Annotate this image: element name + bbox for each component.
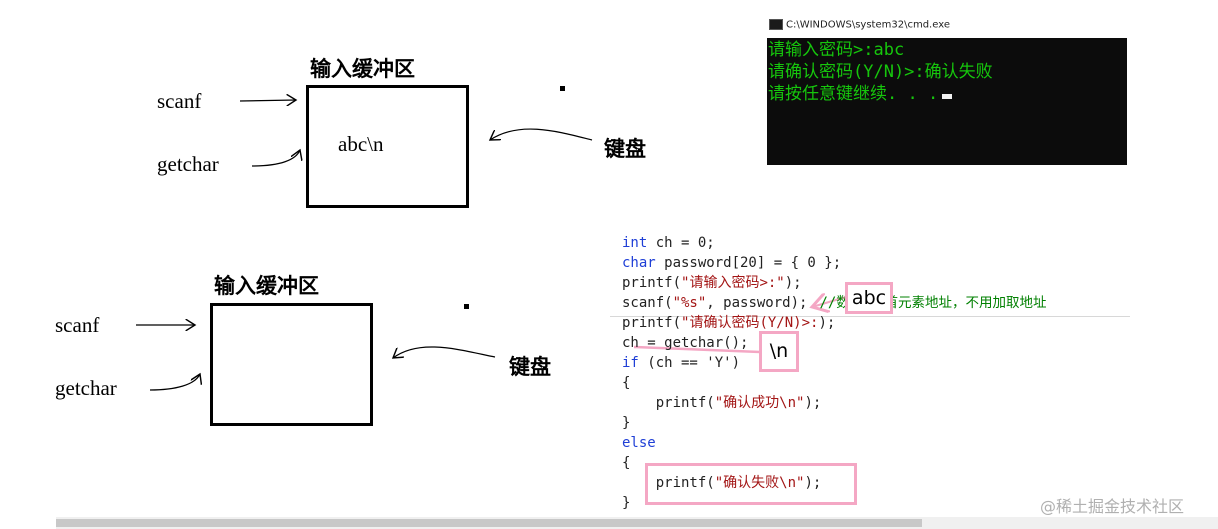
top-getchar-label: getchar	[157, 152, 219, 176]
console-cursor	[942, 94, 953, 99]
bottom-input-buffer-box	[210, 303, 373, 426]
code-line-7: if (ch == 'Y')	[622, 355, 741, 371]
keyboard-arrow-top	[490, 128, 593, 140]
keyboard-arrow-bottom	[393, 346, 496, 358]
code-line-8: {	[622, 375, 631, 391]
getchar-arrow-top	[251, 150, 300, 167]
top-dot-mark	[560, 86, 565, 91]
newline-pointer-line	[633, 345, 761, 354]
abc-pointer-arrow	[812, 297, 847, 307]
console-window-title: C:\WINDOWS\system32\cmd.exe	[786, 19, 950, 31]
console-app-icon	[769, 19, 783, 30]
bottom-scanf-label: scanf	[55, 313, 100, 337]
code-line-10: }	[622, 415, 631, 431]
code-line-11: else	[622, 435, 656, 451]
code-line-6: ch = getchar();	[622, 335, 749, 351]
getchar-arrow-bottom	[149, 374, 200, 391]
console-line-3-text: 请按任意键继续. . .	[768, 84, 939, 104]
top-keyboard-label: 键盘	[604, 137, 646, 161]
top-input-buffer-box	[306, 85, 469, 208]
watermark-text: @稀土掘金技术社区	[1040, 497, 1185, 516]
code-line-12: {	[622, 455, 631, 471]
console-line-1: 请输入密码>:abc	[768, 40, 905, 60]
code-line-2: char password[20] = { 0 };	[622, 255, 842, 271]
bottom-getchar-label: getchar	[55, 376, 117, 400]
horizontal-scrollbar[interactable]	[56, 517, 1218, 529]
code-line-13: printf("确认失败\n");	[622, 475, 822, 491]
bottom-buffer-title: 输入缓冲区	[214, 274, 319, 298]
top-buffer-title: 输入缓冲区	[310, 57, 415, 81]
code-line-1: int ch = 0;	[622, 235, 715, 251]
bottom-dot-mark	[464, 304, 469, 309]
code-line-5: printf("请确认密码(Y/N)>:);	[622, 315, 836, 331]
top-buffer-content: abc\n	[338, 132, 384, 156]
abc-annotation-tag: abc	[845, 282, 893, 314]
code-line-4-comment-end: 是首元素地址，不用加取地址	[871, 295, 1047, 311]
current-line-underline	[610, 316, 1130, 317]
console-titlebar: C:\WINDOWS\system32\cmd.exe	[769, 19, 950, 31]
code-line-3: printf("请输入密码>:");	[622, 275, 802, 291]
scanf-arrow-top	[239, 100, 296, 101]
top-scanf-label: scanf	[157, 89, 202, 113]
failure-printf-highlight	[645, 463, 857, 505]
scrollbar-thumb[interactable]	[56, 519, 922, 527]
newline-annotation-tag: \n	[759, 331, 799, 372]
console-line-3: 请按任意键继续. . .	[768, 83, 1127, 105]
code-line-14: }	[622, 495, 631, 511]
code-listing: int ch = 0; char password[20] = { 0 }; p…	[622, 233, 1142, 513]
code-line-4: scanf("%s", password);//数	[622, 295, 851, 311]
bottom-keyboard-label: 键盘	[509, 355, 551, 379]
console-line-2: 请确认密码(Y/N)>:确认失败	[768, 62, 993, 82]
code-line-9: printf("确认成功\n");	[622, 395, 822, 411]
console-output: 请输入密码>:abc 请确认密码(Y/N)>:确认失败 请按任意键继续. . .	[767, 38, 1127, 165]
